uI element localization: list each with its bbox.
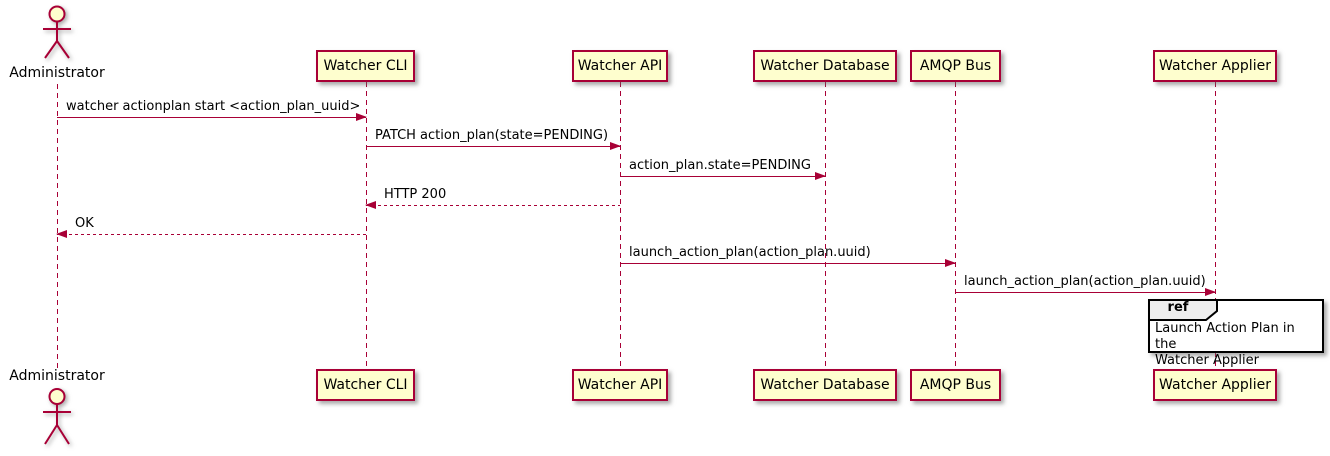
ref-pentagon-icon (1148, 299, 1218, 321)
message-line (620, 176, 825, 177)
message-label: launch_action_plan(action_plan.uuid) (964, 274, 1206, 289)
lifeline-watcher-cli (366, 82, 367, 369)
ref-text-line-2: Watcher Applier (1155, 353, 1259, 368)
ref-fragment: ref Launch Action Plan in the Watcher Ap… (1148, 299, 1324, 368)
message-label: launch_action_plan(action_plan.uuid) (629, 245, 871, 260)
participant-watcher-applier-bottom: Watcher Applier (1153, 369, 1277, 401)
message-line (57, 117, 366, 118)
message-label: OK (75, 216, 94, 231)
participant-label: Watcher CLI (323, 58, 408, 74)
participant-watcher-cli-top: Watcher CLI (316, 50, 415, 82)
participant-watcher-database-top: Watcher Database (753, 50, 897, 82)
message-label: watcher actionplan start <action_plan_uu… (66, 99, 361, 114)
arrowhead-right-icon (815, 172, 826, 180)
participant-label: Watcher API (577, 377, 663, 393)
administrator-actor-icon (43, 5, 71, 59)
participant-watcher-applier-top: Watcher Applier (1153, 50, 1277, 82)
arrowhead-right-icon (945, 259, 956, 267)
message-line (366, 146, 620, 147)
participant-label: AMQP Bus (919, 58, 992, 74)
arrowhead-right-icon (356, 113, 367, 121)
arrowhead-right-icon (610, 142, 621, 150)
lifeline-watcher-database (825, 82, 826, 369)
participant-label: Watcher Database (760, 58, 890, 74)
participant-amqp-bus-bottom: AMQP Bus (910, 369, 1001, 401)
message-line (366, 205, 620, 206)
message-label: PATCH action_plan(state=PENDING) (375, 128, 609, 143)
participant-label: Watcher CLI (323, 377, 408, 393)
participant-label: Watcher API (577, 58, 663, 74)
ref-keyword: ref (1167, 300, 1189, 315)
administrator-actor-icon (43, 388, 71, 445)
message-line (57, 234, 366, 235)
lifeline-amqp-bus (955, 82, 956, 369)
message-line (955, 292, 1215, 293)
ref-text-line-1: Launch Action Plan in the (1155, 321, 1295, 352)
participant-label: Watcher Applier (1159, 58, 1271, 74)
participant-amqp-bus-top: AMQP Bus (910, 50, 1001, 82)
message-label: HTTP 200 (384, 187, 447, 202)
participant-watcher-cli-bottom: Watcher CLI (316, 369, 415, 401)
arrowhead-right-icon (1205, 288, 1216, 296)
participant-watcher-database-bottom: Watcher Database (753, 369, 897, 401)
lifeline-watcher-api (620, 82, 621, 369)
actor-label-top: Administrator (9, 65, 105, 81)
message-line (620, 263, 955, 264)
lifeline-watcher-applier (1215, 82, 1216, 369)
ref-header: ref (1148, 299, 1218, 321)
lifeline-administrator (57, 84, 58, 369)
arrowhead-left-icon (56, 230, 67, 238)
participant-label: Watcher Database (760, 377, 890, 393)
message-label: action_plan.state=PENDING (629, 158, 811, 173)
ref-body: Launch Action Plan in the Watcher Applie… (1150, 321, 1322, 369)
participant-watcher-api-top: Watcher API (572, 50, 668, 82)
actor-label-bottom: Administrator (9, 368, 105, 384)
participant-label: AMQP Bus (919, 377, 992, 393)
participant-watcher-api-bottom: Watcher API (572, 369, 668, 401)
arrowhead-left-icon (365, 201, 376, 209)
participant-label: Watcher Applier (1159, 377, 1271, 393)
